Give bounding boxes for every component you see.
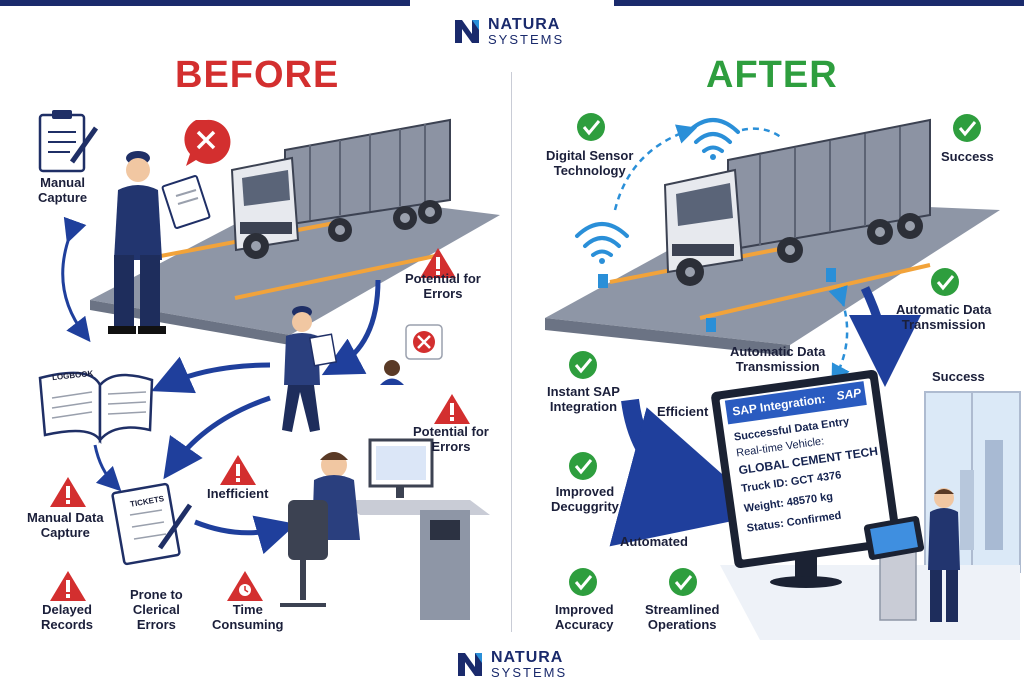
check-circle-icon [569, 452, 597, 480]
brand-logo-bottom: NATURA SYSTEMS [455, 649, 567, 679]
label-efficient: Efficient [657, 404, 709, 419]
kiosk-worker-icon [863, 488, 960, 622]
top-bar-right [614, 0, 1024, 6]
warning-triangle-icon [50, 477, 86, 507]
worker-clipboard-icon [108, 151, 211, 334]
logbook-icon [38, 371, 154, 445]
check-circle-icon [569, 351, 597, 379]
brand-sub: SYSTEMS [488, 31, 565, 47]
top-bar-left [0, 0, 410, 6]
center-divider [511, 72, 512, 632]
sap-line-5: Weight: 48570 kg [743, 490, 834, 515]
clock-warning-icon [227, 571, 263, 601]
sap-badge: SAP [835, 385, 863, 403]
after-truck-icon [663, 118, 931, 286]
brand-logo-top: NATURA SYSTEMS [452, 16, 564, 46]
brand-name: NATURA [488, 15, 561, 33]
check-circle-icon [577, 113, 605, 141]
sap-header-title: SAP Integration: [731, 391, 827, 419]
check-circle-icon [569, 568, 597, 596]
check-circle-icon [931, 268, 959, 296]
error-person-icon [380, 324, 443, 385]
warning-triangle-icon [434, 394, 470, 424]
after-heading: AFTER [706, 54, 838, 96]
sap-line-6: Status: Confirmed [746, 509, 843, 535]
warning-triangle-icon [220, 455, 256, 485]
desk-worker-icon [280, 438, 490, 620]
label-success-1: Success [941, 149, 994, 164]
brand-name: NATURA [491, 648, 564, 666]
tickets-icon [111, 482, 193, 566]
brand-sub: SYSTEMS [491, 664, 568, 680]
label-automated: Automated [620, 534, 688, 549]
warning-triangle-icon [420, 248, 456, 278]
wifi-icon [686, 118, 740, 160]
check-circle-icon [953, 114, 981, 142]
label-success-2: Success [932, 369, 985, 384]
brand-mark-icon [458, 653, 482, 676]
before-heading: BEFORE [175, 54, 340, 96]
worker-paper-icon [282, 306, 338, 432]
wifi-icon [575, 222, 629, 264]
warning-triangle-icon [50, 571, 86, 601]
before-truck-icon [230, 118, 451, 259]
check-circle-icon [669, 568, 697, 596]
brand-mark-icon [455, 20, 479, 43]
sap-screen: SAP Integration: SAP Successful Data Ent… [723, 379, 890, 556]
error-bubble-icon [184, 119, 231, 166]
clipboard-icon [38, 110, 99, 173]
label-inefficient: Inefficient [207, 486, 269, 501]
